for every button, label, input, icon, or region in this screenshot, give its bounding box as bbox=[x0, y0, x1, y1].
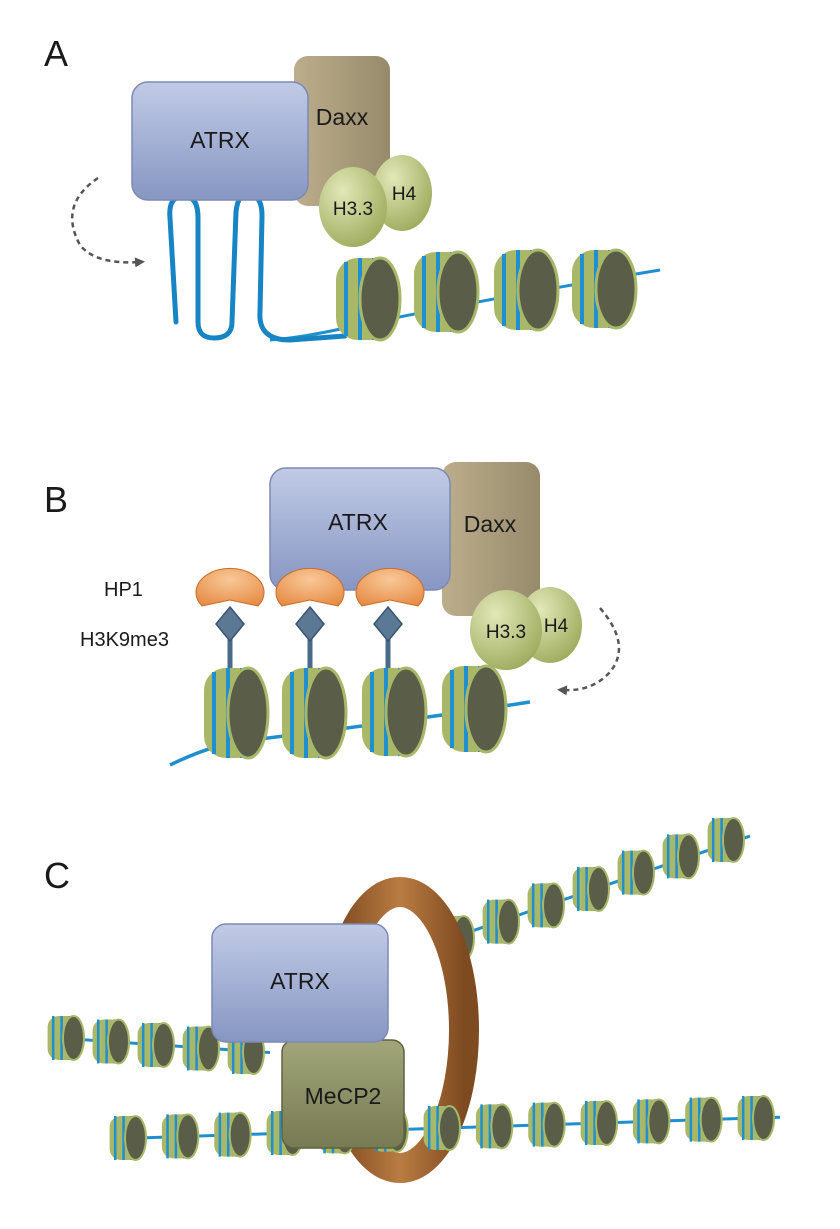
atrx-label-a: ATRX bbox=[190, 127, 250, 153]
fiber-falling-nucleosome bbox=[685, 1096, 723, 1143]
daxx-box-b bbox=[442, 462, 540, 616]
panel-b: B HP1 H3K9me3 bbox=[44, 462, 621, 767]
fiber-falling-nucleosome bbox=[423, 1105, 461, 1151]
nucleosome-a2 bbox=[414, 250, 480, 334]
h33-ball-a bbox=[319, 167, 387, 247]
nucleosome-b3 bbox=[362, 666, 428, 758]
fiber-falling-nucleosome bbox=[475, 1103, 514, 1150]
nucleosome-b1 bbox=[204, 666, 270, 760]
nucleosome-a1 bbox=[336, 256, 402, 342]
h4-label-a: H4 bbox=[392, 184, 417, 205]
h3k9me3-marks bbox=[215, 605, 403, 668]
fiber-falling-nucleosome bbox=[737, 1095, 775, 1141]
h4-label-b: H4 bbox=[544, 616, 569, 637]
fiber-falling-nucleosome bbox=[632, 1098, 671, 1145]
fiber-rising-nucleosome bbox=[617, 849, 655, 896]
panel-b-label: B bbox=[44, 479, 68, 520]
daxx-label-b: Daxx bbox=[464, 511, 517, 537]
dna-loop-a bbox=[167, 191, 348, 343]
nucleosome-a4 bbox=[572, 248, 638, 330]
fiber-falling-nucleosome bbox=[214, 1111, 252, 1158]
mecp2-label: MeCP2 bbox=[305, 1083, 382, 1109]
fiber-rising-nucleosome bbox=[482, 898, 520, 945]
atrx-box-c bbox=[211, 923, 389, 1043]
nucleosome-a3 bbox=[494, 248, 560, 332]
h33-ball-b bbox=[470, 590, 542, 670]
fiber-rising-nucleosome bbox=[662, 833, 700, 880]
atrx-label-b: ATRX bbox=[328, 509, 388, 535]
atrx-box-a bbox=[131, 81, 309, 201]
atrx-label-c: ATRX bbox=[270, 968, 330, 994]
hp1-label: HP1 bbox=[104, 579, 143, 601]
nucleosome-b2 bbox=[282, 666, 348, 760]
panel-a-label: A bbox=[44, 33, 68, 74]
fiber-falling-nucleosome bbox=[161, 1113, 200, 1160]
h33-label-b: H3.3 bbox=[486, 622, 526, 643]
fiber-rising-nucleosome bbox=[572, 866, 610, 912]
hp1-proteins bbox=[195, 567, 425, 607]
fiber-left-nucleosome bbox=[182, 1025, 220, 1072]
panel-a: A Daxx bbox=[44, 33, 661, 343]
chromatin-fiber-rising bbox=[437, 817, 751, 961]
h33-label-a: H3.3 bbox=[333, 199, 373, 220]
fiber-falling-nucleosome bbox=[580, 1100, 618, 1146]
fiber-left-nucleosome bbox=[137, 1022, 175, 1068]
fiber-left-nucleosome bbox=[47, 1015, 85, 1061]
fiber-falling-nucleosome bbox=[528, 1101, 566, 1148]
daxx-label-a: Daxx bbox=[316, 104, 369, 130]
panel-c: C MeCP2 ATRX bbox=[44, 817, 781, 1183]
panel-c-label: C bbox=[44, 855, 70, 896]
h3k9me3-label: H3K9me3 bbox=[80, 629, 169, 651]
h4-ball-a bbox=[372, 155, 432, 231]
fiber-rising-nucleosome bbox=[707, 817, 745, 863]
daxx-box-a bbox=[294, 56, 390, 206]
nucleosome-b4 bbox=[442, 664, 508, 754]
curved-arrow-a bbox=[71, 176, 145, 268]
fiber-left-nucleosome bbox=[92, 1018, 130, 1065]
fiber-falling-nucleosome bbox=[109, 1115, 147, 1161]
fiber-rising-nucleosome bbox=[527, 882, 565, 929]
